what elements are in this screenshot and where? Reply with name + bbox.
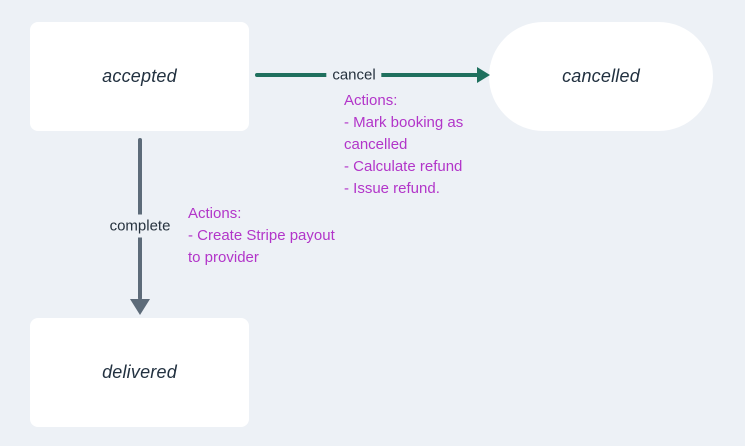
state-label-cancelled: cancelled [562,66,640,86]
cancel-actions-line: Actions: [344,92,398,109]
state-label-delivered: delivered [102,362,177,382]
complete-actions-annotation: Actions: - Create Stripe payout to provi… [188,203,335,269]
complete-actions-line: Actions: [188,205,242,222]
cancel-actions-line: cancelled [344,136,408,153]
edge-complete-arrowhead-icon [130,299,150,315]
complete-actions-line: to provider [188,249,259,266]
state-node-cancelled: cancelled [489,22,713,131]
cancel-actions-line: - Calculate refund [344,158,463,175]
state-label-accepted: accepted [102,66,177,86]
cancel-actions-annotation: Actions: - Mark booking as cancelled - C… [344,90,463,200]
state-node-delivered: delivered [30,318,249,427]
edge-cancel-arrowhead-icon [477,67,490,83]
edge-label-complete: complete [103,214,177,238]
cancel-actions-line: - Issue refund. [344,180,440,197]
cancel-actions-line: - Mark booking as [344,114,464,131]
edge-label-cancel: cancel [326,63,382,87]
state-node-accepted: accepted [30,22,249,131]
complete-actions-line: - Create Stripe payout [188,227,335,244]
